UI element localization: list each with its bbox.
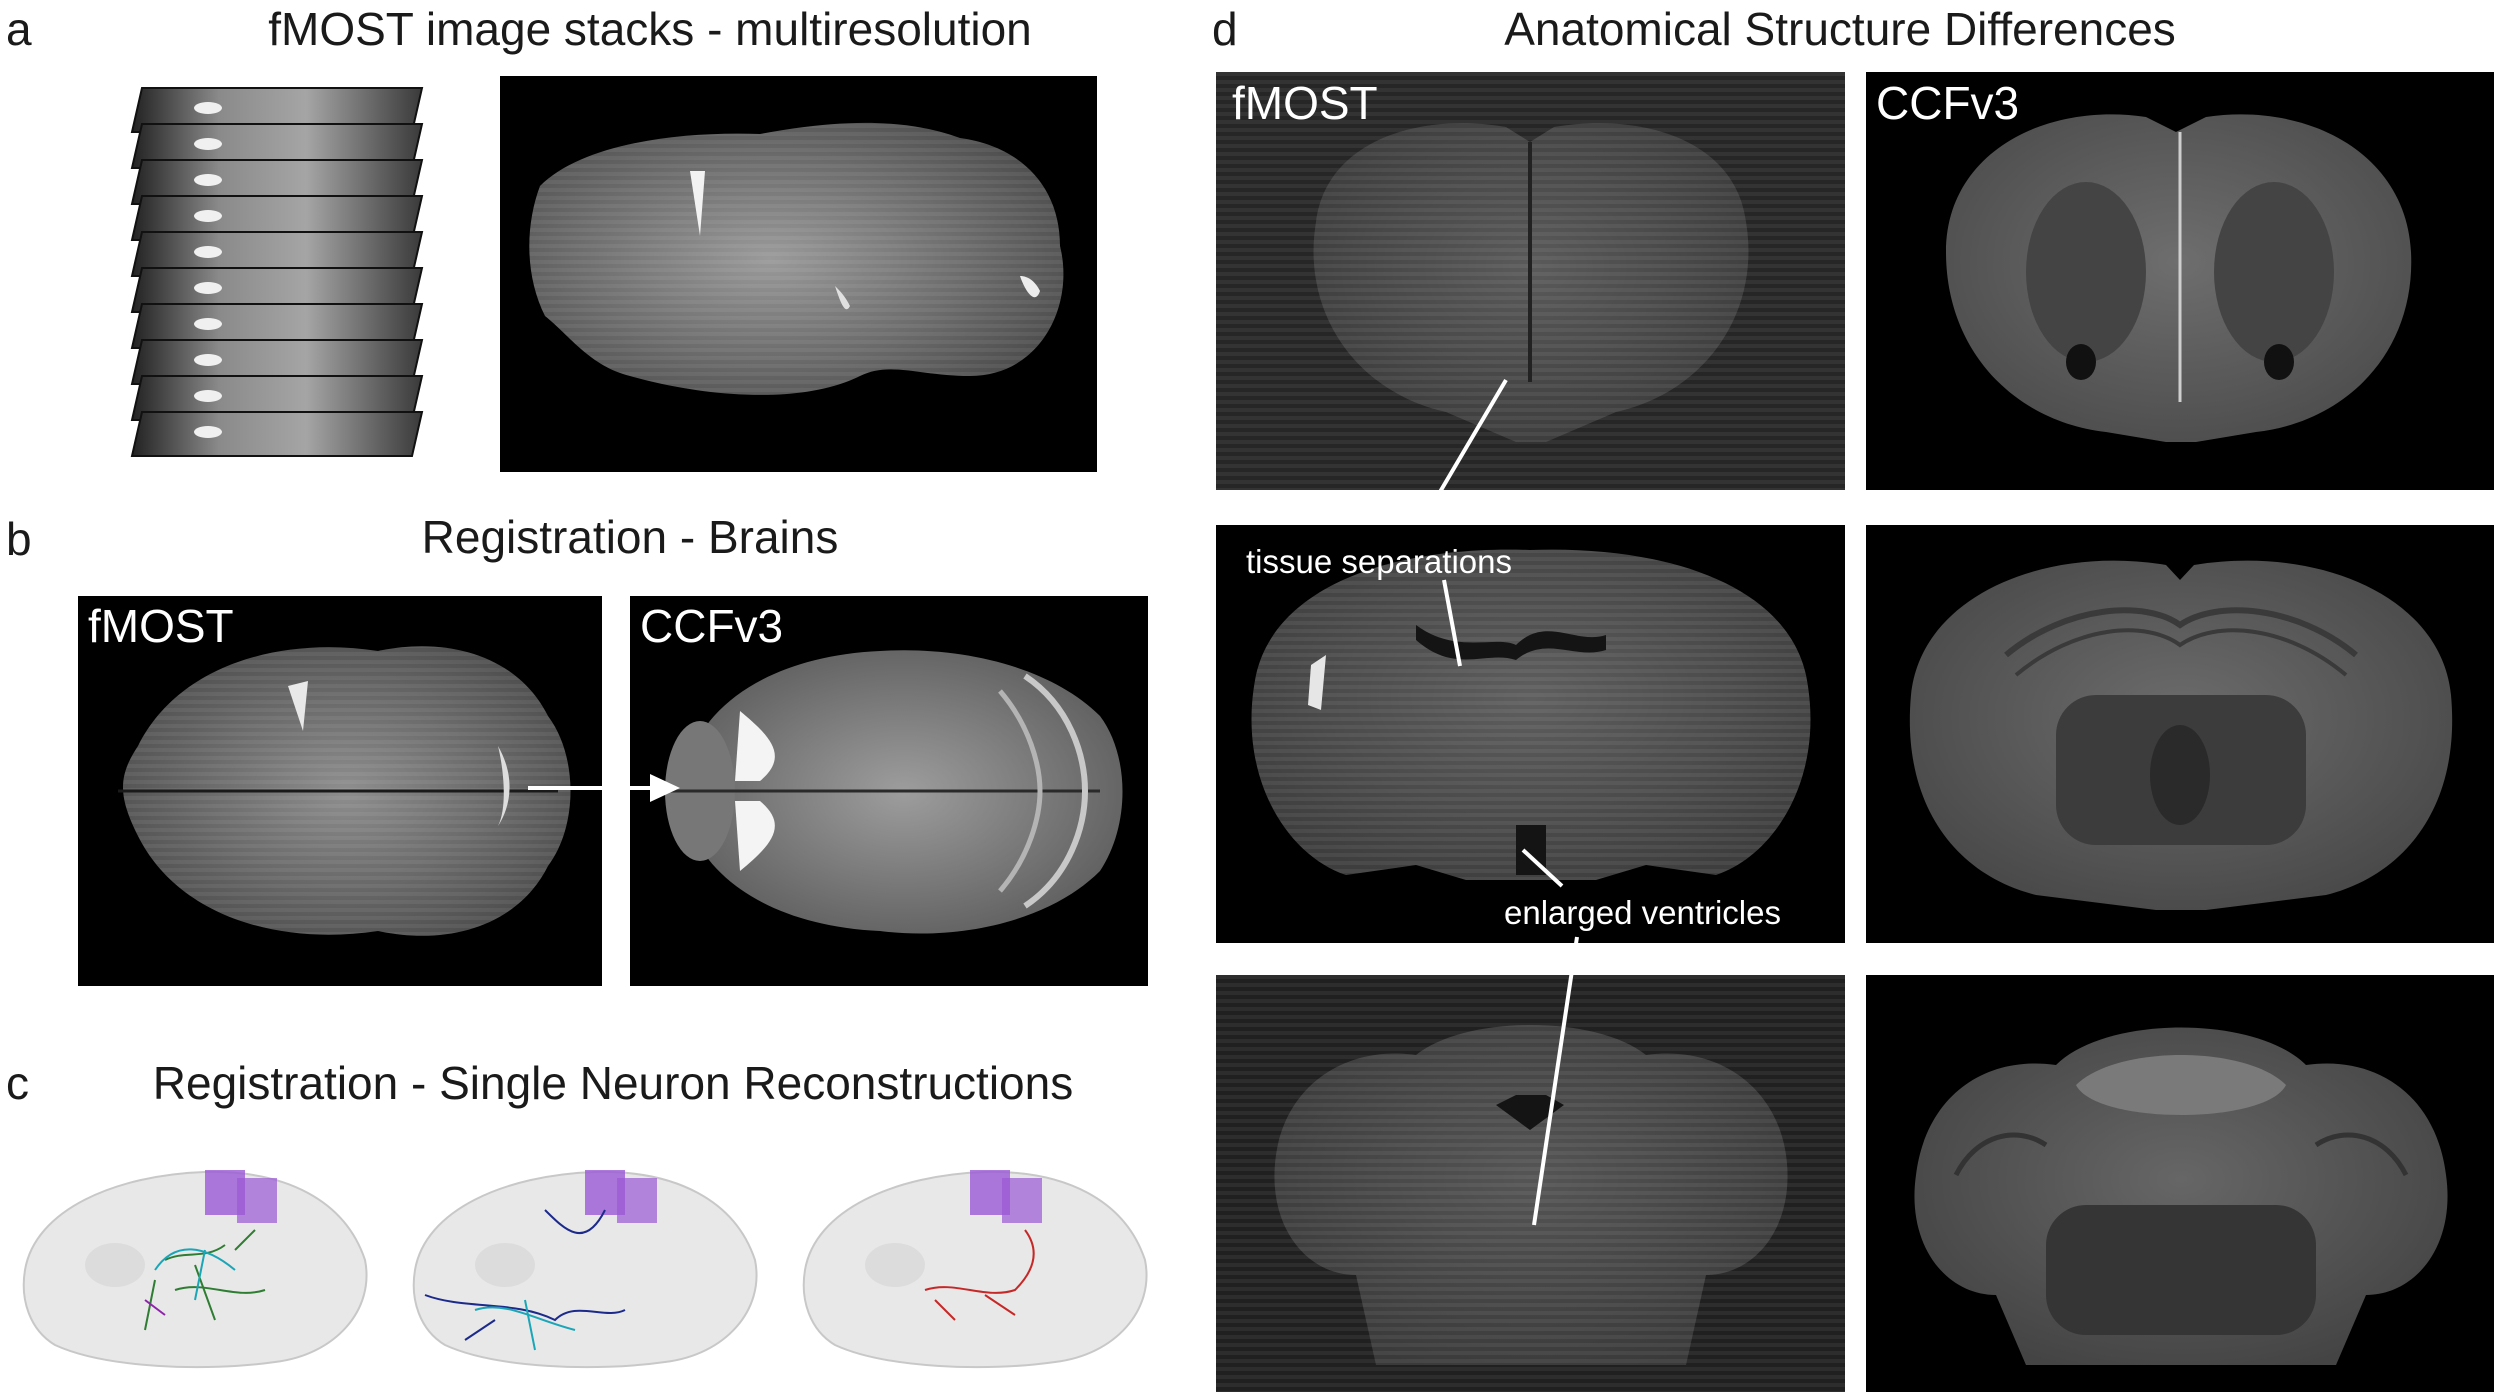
coronal-ccfv3-section-3 xyxy=(1866,975,2494,1392)
panel-b-letter: b xyxy=(6,513,32,565)
panel-b-fmost-label: fMOST xyxy=(88,600,234,652)
slab-highlight xyxy=(194,138,222,150)
slab-highlight xyxy=(194,318,222,330)
coronal-ccfv3-section-2 xyxy=(1866,525,2494,943)
image-slab xyxy=(130,411,424,457)
panel-c-title: Registration - Single Neuron Reconstruct… xyxy=(152,1057,1074,1109)
sagittal-brain-image xyxy=(500,76,1097,472)
tissue-separations-annotation: tissue separations xyxy=(1246,543,1512,580)
slab-highlight xyxy=(194,102,222,114)
panel-b-ccfv3-label: CCFv3 xyxy=(640,600,784,652)
coronal-fmost-section-2 xyxy=(1216,525,1845,943)
dorsal-fmost-brain-image xyxy=(78,596,602,986)
panel-c-letter: c xyxy=(6,1057,29,1109)
panel-d-letter: d xyxy=(1212,3,1238,55)
panel-a-letter: a xyxy=(6,3,32,55)
slab-highlight xyxy=(194,210,222,222)
panel-d-fmost-label: fMOST xyxy=(1232,77,1378,129)
slab-highlight xyxy=(194,354,222,366)
coronal-ccfv3-section-1 xyxy=(1866,72,2494,490)
image-stack-illustration xyxy=(130,87,424,457)
coronal-fmost-section-1 xyxy=(1216,72,1845,490)
neuron-reconstruction-1 xyxy=(22,1170,368,1369)
panel-d-ccfv3-label: CCFv3 xyxy=(1876,77,2020,129)
panel-b-title: Registration - Brains xyxy=(421,511,839,563)
panel-d-title: Anatomical Structure Differences xyxy=(1504,3,2176,55)
neuron-reconstruction-3 xyxy=(802,1170,1148,1369)
dorsal-ccfv3-brain-image xyxy=(630,596,1148,986)
slab-highlight xyxy=(194,426,222,438)
slab-highlight xyxy=(194,246,222,258)
slab-highlight xyxy=(194,282,222,294)
slab-highlight xyxy=(194,174,222,186)
slab-highlight xyxy=(194,390,222,402)
enlarged-ventricles-annotation: enlarged ventricles xyxy=(1504,894,1781,931)
neuron-reconstruction-2 xyxy=(412,1170,758,1369)
panel-a-title: fMOST image stacks - multiresolution xyxy=(268,3,1032,55)
coronal-fmost-section-3 xyxy=(1216,975,1845,1392)
